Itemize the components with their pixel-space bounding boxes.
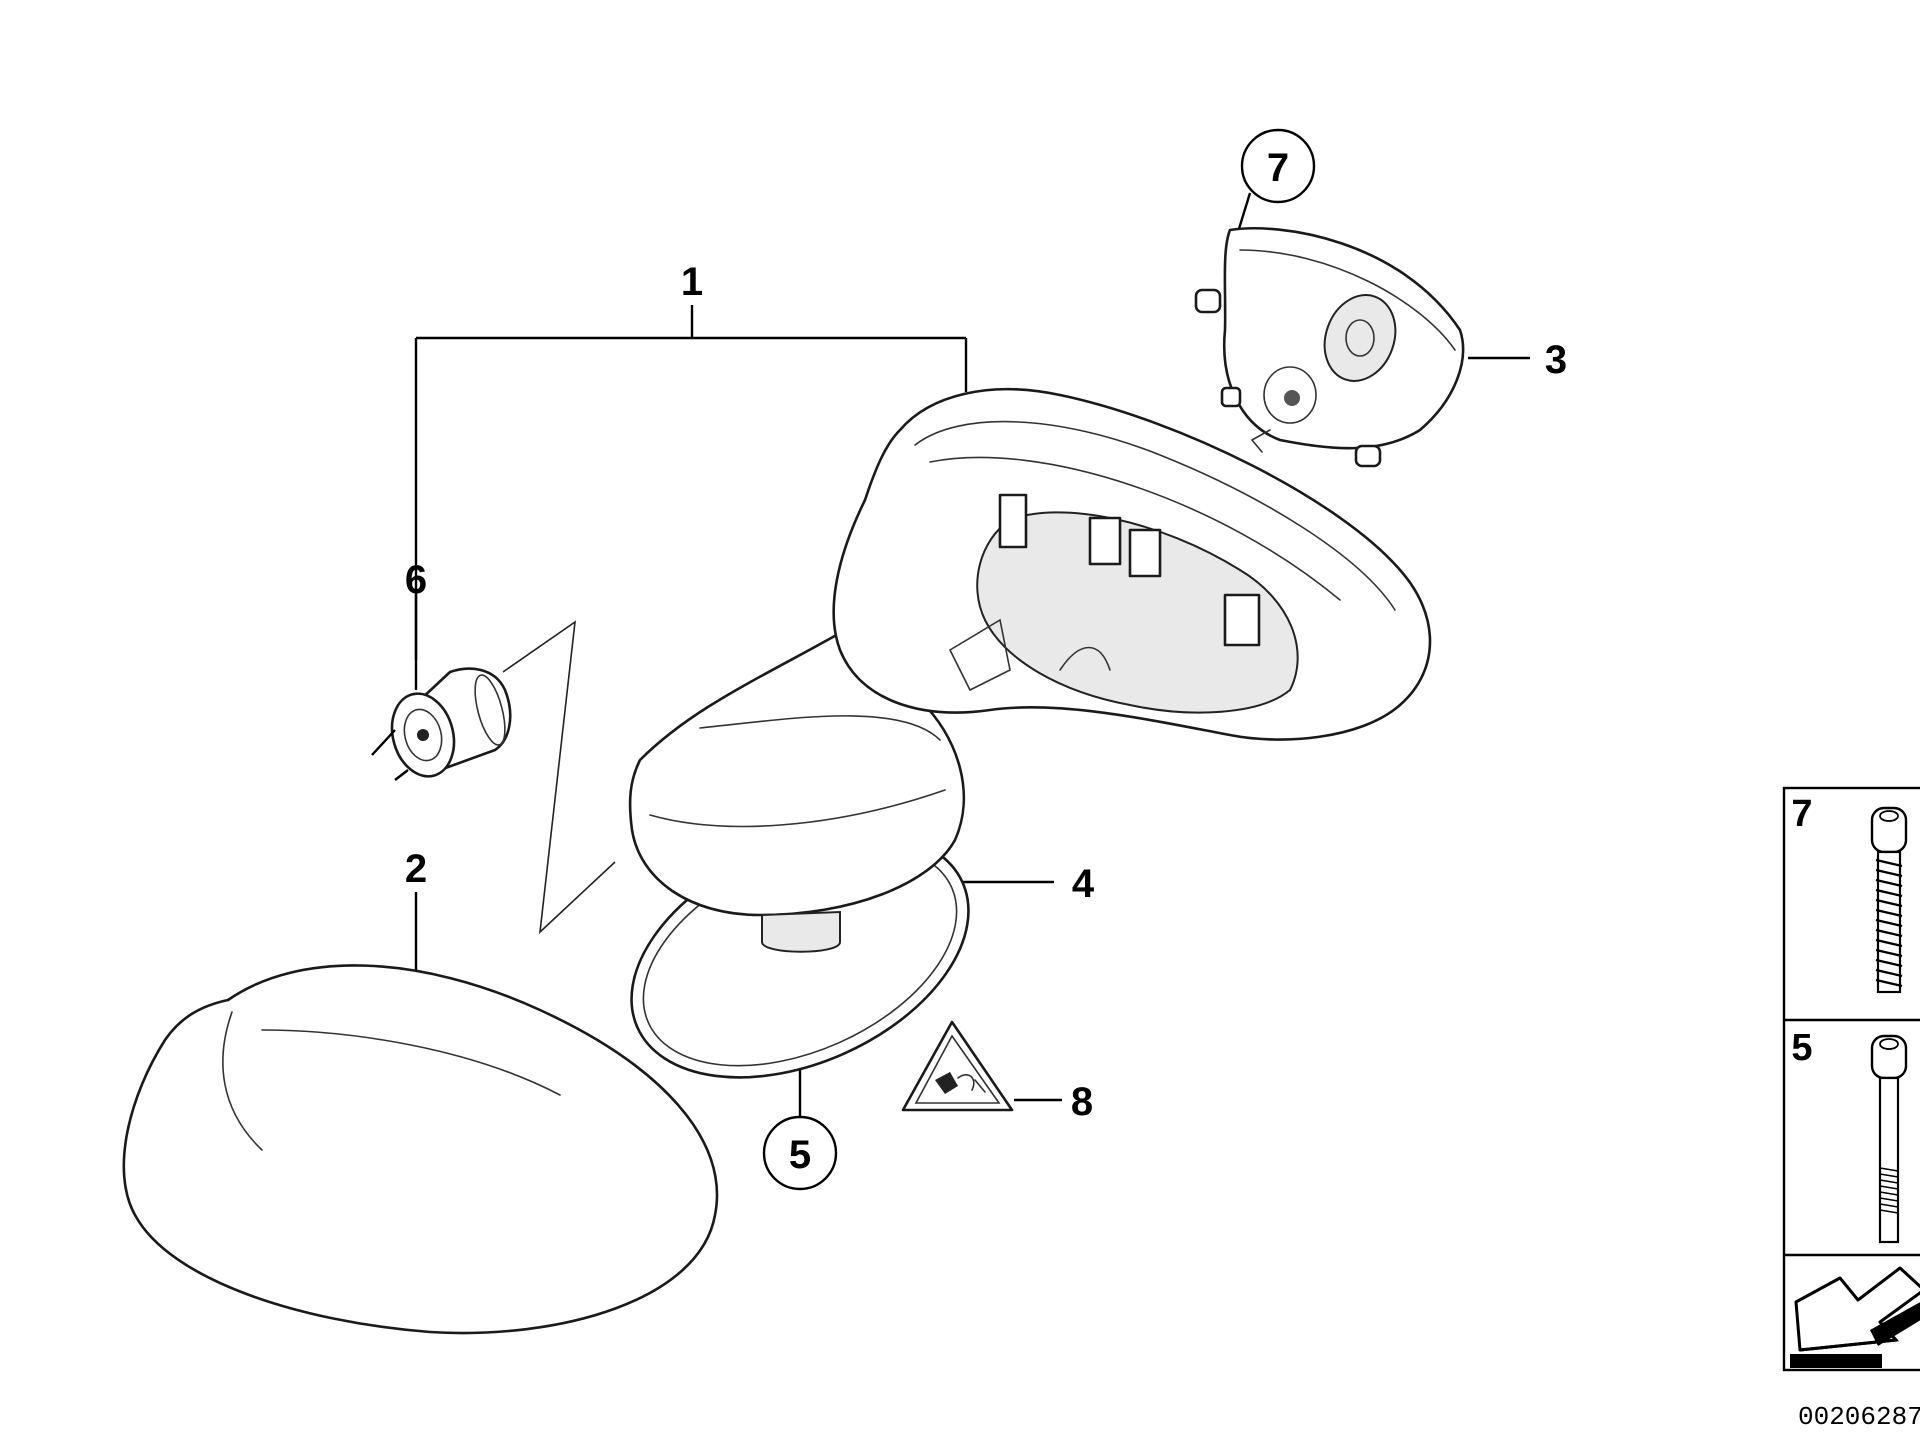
- housing-clip: [998, 493, 1028, 549]
- callout-7-circle: [1240, 128, 1316, 204]
- legend-number-7: 7: [1791, 793, 1812, 835]
- callout-1: 1: [681, 260, 703, 304]
- mirror-cap: [122, 964, 719, 1335]
- callout-4: 4: [1072, 862, 1095, 906]
- actuator-pin: [1354, 444, 1382, 468]
- housing-clip: [1088, 516, 1122, 566]
- housing-spindle: [761, 910, 841, 953]
- callout-5-circle: [762, 1115, 838, 1191]
- legend-number-5: 5: [1791, 1027, 1812, 1069]
- callouts: 1 2 3 4 5 6 7 8: [405, 146, 1567, 1177]
- actuator-pin: [1194, 288, 1222, 314]
- callout-5: 5: [789, 1133, 811, 1177]
- assembly-indicator-line: [502, 620, 616, 935]
- leader-7: [1236, 192, 1252, 233]
- callout-3: 3: [1545, 338, 1567, 382]
- callout-7: 7: [1267, 146, 1289, 190]
- bolt-icon: [1870, 1034, 1908, 1244]
- reference-parts-legend: 7 5: [1782, 786, 1920, 1372]
- screw-long-icon: [1870, 806, 1908, 994]
- warning-label: [901, 1020, 1014, 1112]
- mirror-housing: [628, 387, 1432, 953]
- actuator-hub: [1323, 294, 1397, 382]
- doc-number: 00206287: [1798, 1402, 1920, 1432]
- direction-arrow-icon: [1790, 1266, 1920, 1368]
- mirror-motor: [371, 667, 512, 781]
- leader-1: [414, 305, 968, 660]
- housing-clip: [1223, 593, 1261, 647]
- housing-clip: [1128, 528, 1162, 578]
- mirror-actuator: [1194, 227, 1465, 468]
- callout-2: 2: [405, 847, 427, 891]
- housing-cavity: [976, 511, 1299, 714]
- callout-8: 8: [1071, 1080, 1093, 1124]
- callout-6: 6: [405, 558, 427, 602]
- actuator-pin: [1220, 386, 1242, 408]
